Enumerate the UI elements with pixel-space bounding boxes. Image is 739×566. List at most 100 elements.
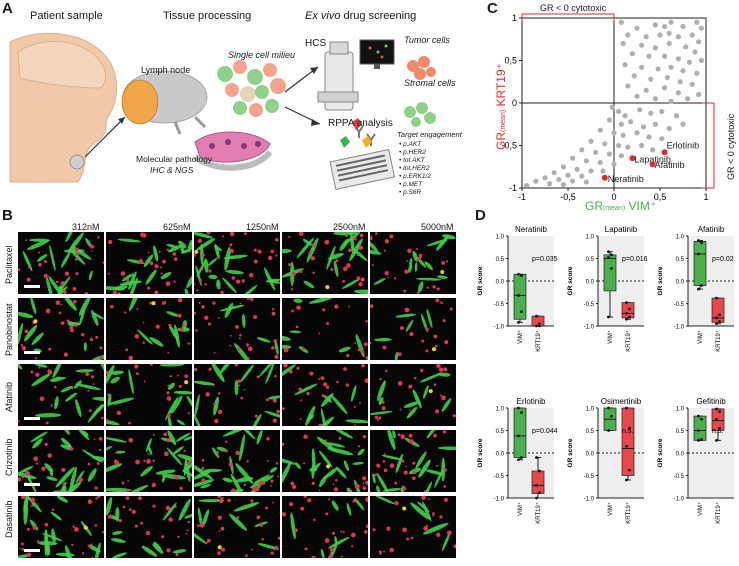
scatter-point [639, 142, 645, 149]
marker-item: • tot.AKT [399, 157, 425, 164]
microscopy-image [282, 298, 368, 360]
marker-item: • p.S6R [399, 189, 422, 196]
y-axis-label: GR score [657, 266, 664, 295]
p-value-label: p=0.02 [712, 256, 734, 263]
krt19-box [621, 302, 635, 319]
microscopy-image [194, 430, 280, 492]
scatter-point [600, 168, 606, 174]
highlight-point [601, 174, 608, 181]
data-point [625, 406, 628, 410]
data-point [520, 456, 523, 459]
scatter-point [597, 159, 603, 166]
data-point [715, 322, 718, 326]
scatter-point [694, 70, 700, 76]
y-tick-label: 0.5 [676, 257, 685, 263]
microscopy-image [106, 298, 192, 360]
scatter-point [574, 166, 580, 172]
data-point [718, 313, 721, 317]
highlight-label: Neratinib [608, 174, 644, 184]
y-tick-label: 1 [512, 13, 517, 23]
highlight-point [661, 149, 668, 156]
microscopy-image [370, 496, 456, 558]
tumor-cells-label: Tumor cells [404, 35, 450, 45]
rppa-slide [329, 148, 396, 190]
data-point [625, 478, 628, 482]
scatter-point [542, 175, 548, 181]
scatter-x-axis-label: GR(mean) VIM⁺ [585, 199, 657, 213]
category-label: VIM⁺ [697, 502, 704, 516]
scatter-point [648, 76, 654, 82]
drug-label-afatinib: Afatinib [4, 381, 14, 412]
microscopy-cells [282, 430, 368, 492]
microscopy-image [18, 364, 104, 426]
ex-vivo-italic: Ex vivo [305, 10, 341, 22]
scatter-point [652, 96, 658, 102]
y-tick-label: -0.5 [584, 302, 595, 308]
microscopy-image [370, 298, 456, 360]
brain [17, 41, 106, 89]
vim-box [513, 407, 527, 458]
microscopy-cells [18, 496, 104, 558]
scatter-point [689, 32, 695, 38]
microscopy-image [18, 496, 104, 558]
marker-item: • p.HER2 [399, 149, 426, 156]
scatter-point [625, 32, 631, 38]
scatter-point [668, 19, 674, 25]
category-label: VIM⁺ [517, 502, 524, 516]
single-cell-milieu-label: Single cell milieu [228, 50, 296, 60]
drug-label-paclitaxel: Paclitaxel [4, 245, 14, 284]
data-point [517, 434, 520, 438]
highlight-label: Lapatinib [634, 154, 671, 164]
scale-bar [24, 285, 40, 288]
panel-b-letter: B [2, 207, 13, 224]
krt19-box [531, 315, 545, 327]
scatter-point [565, 172, 571, 178]
y-tick-label: 1.0 [496, 407, 505, 413]
scale-bar [24, 549, 40, 552]
y-tick-label: 0.0 [676, 452, 685, 458]
data-point [697, 429, 700, 432]
microscopy-cells [194, 496, 280, 557]
y-tick-label: -0.5 [584, 474, 595, 480]
category-label: KRT19⁺ [625, 330, 632, 352]
x-tick-label: 0 [611, 192, 616, 202]
data-point [607, 250, 610, 254]
scale-bar [24, 417, 40, 420]
drug-label-dasatinib: Dasatinib [4, 500, 14, 538]
y-axis-label: GR score [477, 438, 484, 467]
target-engagement-label: Target engagement [397, 130, 462, 139]
x-tick-label: -0,5 [560, 192, 576, 202]
microscopy-image [370, 364, 456, 426]
scatter-point [680, 68, 686, 74]
stromal-cells-label: Stromal cells [404, 78, 456, 88]
x-tick-label: 1 [703, 192, 708, 202]
drug-screening-title: Ex vivo drug screening [305, 10, 416, 22]
p-value-label: p=0.044 [532, 428, 558, 435]
scatter-point [689, 81, 695, 87]
data-point [535, 456, 538, 459]
y-tick-label: -1.0 [584, 497, 595, 503]
category-label: KRT19⁺ [625, 502, 632, 524]
scatter-point [643, 34, 649, 40]
cytotoxic-bracket-right [702, 102, 715, 189]
microscopy-cells [18, 298, 104, 360]
scatter-point [677, 79, 683, 85]
scatter-point [579, 147, 585, 153]
y-tick-label: 1.0 [676, 235, 685, 241]
microscopy-cells [282, 232, 368, 294]
drug-label-crizotinib: Crizotinib [4, 438, 14, 476]
y-tick-label: -1.0 [494, 497, 505, 503]
conc-2500: 2500nM [333, 222, 366, 232]
conc-312: 312nM [72, 222, 100, 232]
scatter-point [685, 96, 691, 102]
data-point [535, 314, 538, 318]
category-label: KRT19⁺ [535, 502, 542, 524]
microscopy-cells [370, 364, 456, 421]
data-point [625, 312, 628, 315]
marker-item: • p.ERK1/2 [399, 173, 431, 180]
category-label: KRT19⁺ [715, 330, 722, 352]
scatter-point [639, 64, 645, 70]
data-point [517, 321, 520, 324]
